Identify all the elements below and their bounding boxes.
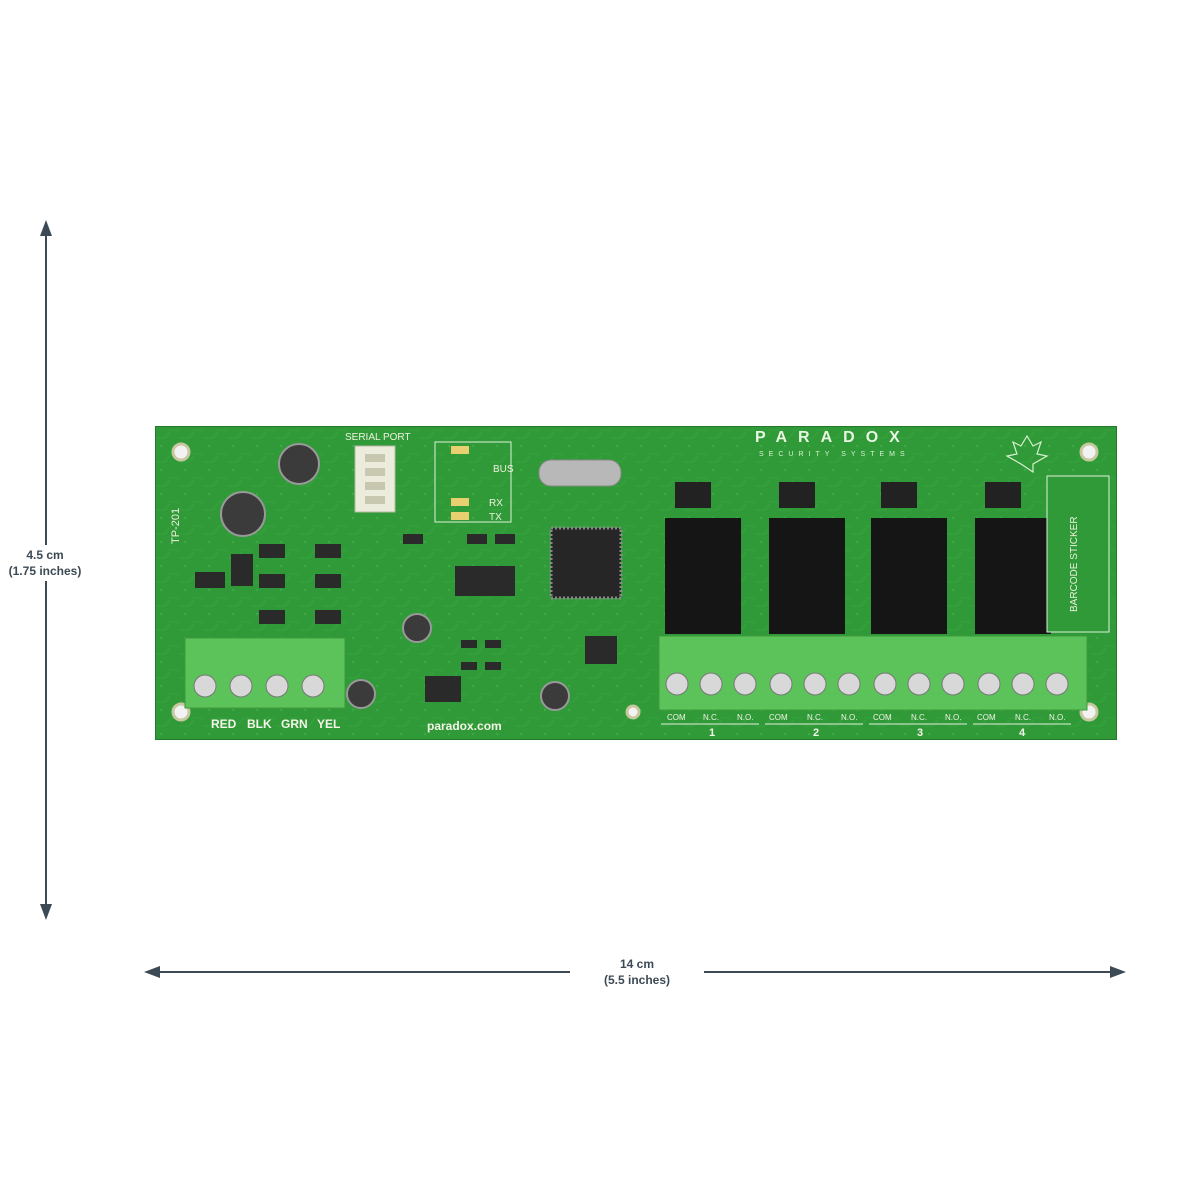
relay2-com: COM: [769, 713, 788, 722]
rx-label: RX: [489, 498, 503, 509]
relay3-nc: N.C.: [911, 713, 927, 722]
tx-label: TX: [489, 512, 502, 523]
relay2-no: N.O.: [841, 713, 857, 722]
relay4-nc: N.C.: [1015, 713, 1031, 722]
smd-components: [195, 534, 617, 702]
height-value: 4.5 cm: [26, 548, 64, 562]
relay3-com: COM: [873, 713, 892, 722]
terminal-label-red: RED: [211, 717, 237, 731]
main-microcontroller: [549, 526, 623, 600]
board-url: paradox.com: [427, 719, 502, 733]
relay-terminal-block: [658, 635, 1088, 711]
relay-number-3: 3: [917, 727, 923, 739]
relay1-nc: N.C.: [703, 713, 719, 722]
relays: [665, 518, 1051, 634]
relay-number-2: 2: [813, 727, 819, 739]
relay-3: [871, 518, 947, 634]
crystal-oscillator: [538, 459, 622, 487]
relay4-no: N.O.: [1049, 713, 1065, 722]
status-leds: [451, 446, 469, 520]
width-value: 14 cm: [619, 957, 655, 971]
relay-contact-labels: COM N.C. N.O. COM N.C. N.O. COM N.C. N.O…: [667, 713, 1065, 722]
serial-port-label: SERIAL PORT: [345, 432, 411, 443]
barcode-label: BARCODE STICKER: [1069, 516, 1080, 612]
relay-1: [665, 518, 741, 634]
relay-2: [769, 518, 845, 634]
relay-4: [975, 518, 1051, 634]
relay-number-4: 4: [1019, 727, 1026, 739]
height-sub: (1.75 inches): [8, 564, 82, 578]
terminal-label-yel: YEL: [317, 717, 340, 731]
relay1-com: COM: [667, 713, 686, 722]
relay3-no: N.O.: [945, 713, 961, 722]
barcode-sticker-area: [1046, 475, 1110, 633]
relay1-no: N.O.: [737, 713, 753, 722]
capacitors: [220, 443, 570, 711]
model-number: TP-201: [170, 508, 182, 544]
bus-label: BUS: [493, 464, 514, 475]
relay-number-labels: 1 2 3 4: [709, 727, 1026, 739]
height-dimension-label: 4.5 cm (1.75 inches): [0, 545, 90, 581]
width-sub: (5.5 inches): [603, 973, 671, 987]
relay2-nc: N.C.: [807, 713, 823, 722]
brand-subtitle: SECURITY SYSTEMS: [759, 451, 910, 458]
brand-logo: PARADOX: [755, 429, 911, 446]
relay-number-1: 1: [709, 727, 715, 739]
terminal-label-grn: GRN: [281, 717, 308, 731]
maple-leaf-icon: [1005, 434, 1049, 474]
power-terminal-labels: RED BLK GRN YEL: [211, 717, 340, 731]
power-terminal-block: [184, 637, 346, 709]
terminal-label-blk: BLK: [247, 717, 272, 731]
relay4-com: COM: [977, 713, 996, 722]
width-dimension-label: 14 cm (5.5 inches): [570, 956, 704, 988]
relay-board-image: PARADOX SECURITY SYSTEMS SERIAL PORT BUS…: [155, 426, 1117, 740]
